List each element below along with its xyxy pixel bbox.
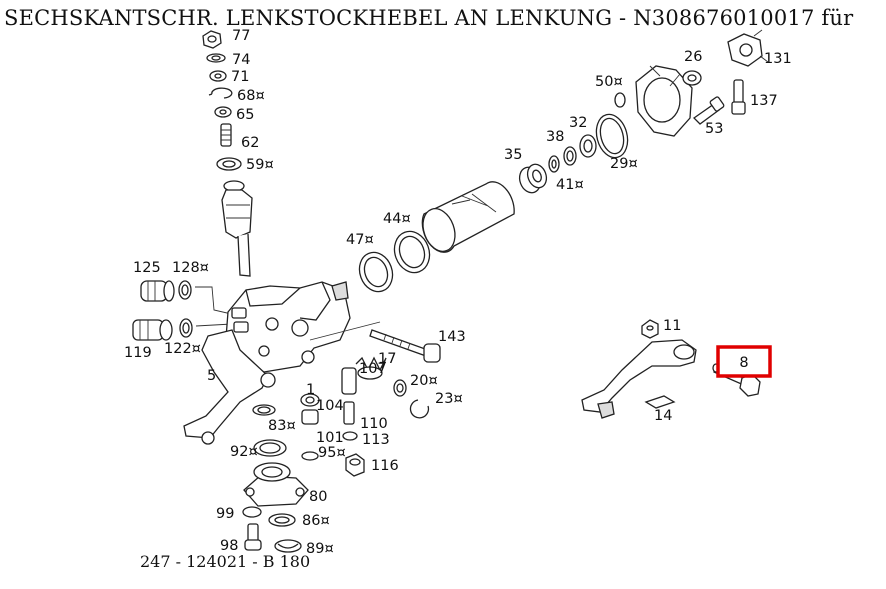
part-circlip-68[interactable] bbox=[208, 87, 233, 99]
part-spring-17[interactable] bbox=[355, 356, 387, 380]
callout-50: 50¤ bbox=[595, 74, 623, 90]
part-ring-83[interactable] bbox=[252, 404, 276, 416]
part-nut-26[interactable] bbox=[682, 70, 702, 86]
part-seal-1[interactable] bbox=[300, 393, 320, 407]
part-bolt-62[interactable] bbox=[220, 123, 232, 147]
callout-83: 83¤ bbox=[268, 418, 296, 434]
callout-71: 71 bbox=[231, 69, 249, 85]
part-seal-92[interactable] bbox=[253, 439, 287, 457]
callout-86: 86¤ bbox=[302, 513, 330, 529]
callout-113: 113 bbox=[362, 432, 390, 448]
part-coupling-131[interactable] bbox=[727, 29, 769, 67]
callout-128: 128¤ bbox=[172, 260, 209, 276]
part-washer-74[interactable] bbox=[206, 53, 226, 63]
part-fitting-119[interactable] bbox=[132, 319, 173, 341]
callout-119: 119 bbox=[124, 345, 152, 361]
part-fitting-125[interactable] bbox=[140, 280, 175, 302]
callout-65: 65 bbox=[236, 107, 254, 123]
part-ring-50[interactable] bbox=[614, 92, 626, 108]
callout-11: 11 bbox=[663, 318, 681, 334]
callout-38: 38 bbox=[546, 129, 564, 145]
part-pitman-arm-right[interactable] bbox=[581, 339, 697, 419]
callout-143: 143 bbox=[438, 329, 466, 345]
part-bolt-143[interactable] bbox=[369, 329, 441, 363]
part-washer-14[interactable] bbox=[644, 395, 676, 409]
callout-32: 32 bbox=[569, 115, 587, 131]
part-ring-47[interactable] bbox=[354, 248, 398, 297]
part-ring-86[interactable] bbox=[268, 513, 296, 527]
part-seal-89[interactable] bbox=[274, 539, 302, 553]
part-bearing[interactable] bbox=[579, 134, 597, 158]
part-ring-113[interactable] bbox=[342, 431, 358, 441]
callout-5: 5 bbox=[207, 368, 216, 384]
part-bolt-137[interactable] bbox=[731, 79, 746, 115]
callout-89: 89¤ bbox=[306, 541, 334, 557]
part-ring-20[interactable] bbox=[393, 379, 407, 397]
callout-20: 20¤ bbox=[410, 373, 438, 389]
part-pin-104[interactable] bbox=[301, 409, 319, 425]
part-flange-80[interactable] bbox=[243, 462, 309, 507]
callout-137: 137 bbox=[750, 93, 778, 109]
callout-92: 92¤ bbox=[230, 444, 258, 460]
part-ring-44[interactable] bbox=[389, 226, 435, 277]
callout-17: 17 bbox=[378, 351, 396, 367]
part-steering-gear-housing[interactable] bbox=[225, 281, 351, 373]
callout-101: 101 bbox=[316, 430, 344, 446]
part-washer-99[interactable] bbox=[242, 506, 262, 518]
part-ring-65[interactable] bbox=[214, 106, 232, 118]
part-seal-95[interactable] bbox=[301, 451, 319, 461]
callout-23: 23¤ bbox=[435, 391, 463, 407]
callout-77: 77 bbox=[232, 28, 250, 44]
reference-code: 247 - 124021 - B 180 bbox=[140, 552, 311, 571]
callout-74: 74 bbox=[232, 52, 250, 68]
part-cylinder-sleeve[interactable] bbox=[417, 181, 515, 256]
part-oring-29[interactable] bbox=[592, 111, 632, 161]
callout-59: 59¤ bbox=[246, 157, 274, 173]
callout-98: 98 bbox=[220, 538, 238, 554]
part-seal-59[interactable] bbox=[216, 157, 242, 171]
callout-131: 131 bbox=[764, 51, 792, 67]
part-plug-116[interactable] bbox=[345, 453, 365, 477]
part-washer-38[interactable] bbox=[548, 155, 560, 173]
part-steering-shaft[interactable] bbox=[221, 180, 253, 277]
callout-95: 95¤ bbox=[318, 445, 346, 461]
callout-44: 44¤ bbox=[383, 211, 411, 227]
callout-41: 41¤ bbox=[556, 177, 584, 193]
callout-125: 125 bbox=[133, 260, 161, 276]
callout-104: 104 bbox=[316, 398, 344, 414]
part-nut-11[interactable] bbox=[641, 319, 659, 339]
part-circlip-23[interactable] bbox=[409, 399, 430, 419]
page-title: SECHSKANTSCHR. LENKSTOCKHEBEL AN LENKUNG… bbox=[4, 6, 854, 30]
callout-47: 47¤ bbox=[346, 232, 374, 248]
callout-122: 122¤ bbox=[164, 341, 201, 357]
part-cover[interactable] bbox=[635, 65, 693, 137]
part-bolt-53[interactable] bbox=[692, 96, 725, 125]
callout-26: 26 bbox=[684, 49, 702, 65]
part-seal-128[interactable] bbox=[178, 280, 192, 300]
part-nut-35[interactable] bbox=[516, 162, 549, 196]
part-pin-110[interactable] bbox=[343, 401, 355, 425]
callout-110: 110 bbox=[360, 416, 388, 432]
part-washer-71[interactable] bbox=[209, 70, 227, 82]
callout-107: 107 bbox=[359, 361, 387, 377]
callout-14: 14 bbox=[654, 408, 672, 424]
callout-29: 29¤ bbox=[610, 156, 638, 172]
part-seal-122[interactable] bbox=[179, 318, 193, 338]
callout-99: 99 bbox=[216, 506, 234, 522]
highlight-label-8: 8 bbox=[739, 355, 748, 371]
callout-53: 53 bbox=[705, 121, 723, 137]
callout-1: 1 bbox=[306, 382, 315, 398]
part-bolt-98[interactable] bbox=[244, 523, 262, 551]
part-nut-77[interactable] bbox=[202, 30, 222, 49]
highlight-box-8[interactable] bbox=[716, 345, 772, 378]
part-washer-32[interactable] bbox=[563, 146, 577, 166]
callout-68: 68¤ bbox=[237, 88, 265, 104]
callout-35: 35 bbox=[504, 147, 522, 163]
callout-80: 80 bbox=[309, 489, 327, 505]
part-pitman-arm-5[interactable] bbox=[183, 329, 276, 445]
callout-62: 62 bbox=[241, 135, 259, 151]
callout-116: 116 bbox=[371, 458, 399, 474]
part-pin-107[interactable] bbox=[341, 367, 357, 395]
